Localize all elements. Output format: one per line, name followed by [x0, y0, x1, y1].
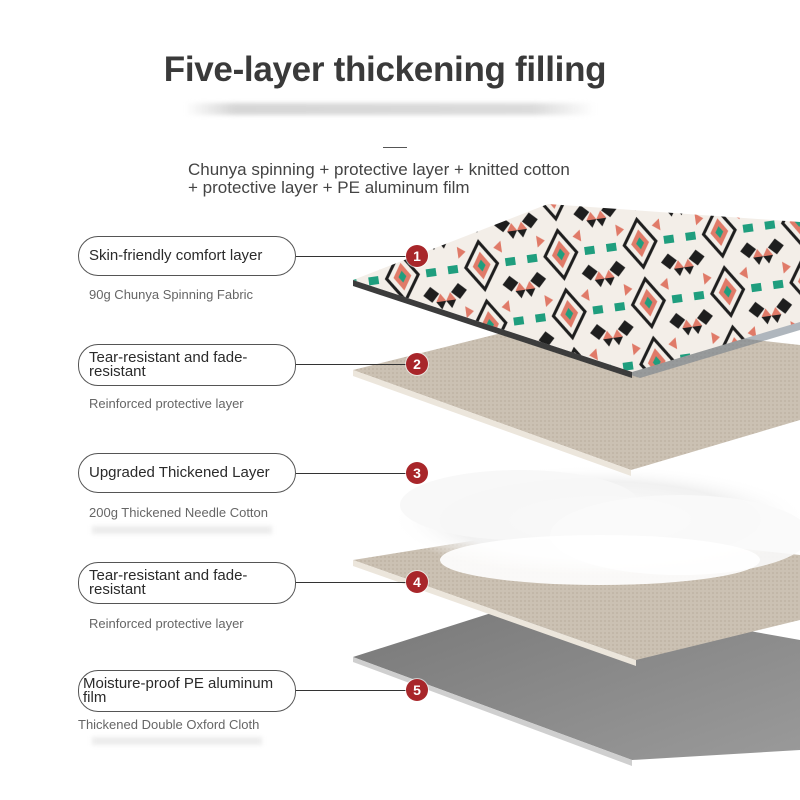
layer-3-connector [296, 473, 408, 474]
layer-5-detail: Thickened Double Oxford Cloth [78, 717, 260, 732]
layer-5-connector [296, 690, 408, 691]
layer-2-connector [296, 364, 408, 365]
layer-1-label: Skin-friendly comfort layer [78, 236, 296, 276]
layer-1-fabric [353, 204, 800, 372]
layer-5-label-text: Moisture-proof PE aluminum film [83, 675, 274, 706]
layer-2-badge: 2 [406, 353, 428, 375]
layer-5-label: Moisture-proof PE aluminum film [78, 670, 296, 712]
layer-1-connector [296, 256, 408, 257]
layer-1-label-text: Skin-friendly comfort layer [89, 247, 263, 264]
subtitle-line-2: + protective layer + PE aluminum film [188, 178, 470, 197]
layer-5-badge: 5 [406, 679, 428, 701]
layer-3-label: Upgraded Thickened Layer [78, 453, 296, 493]
layer-4-label: Tear-resistant and fade- resistant [78, 562, 296, 604]
layer-3-badge: 3 [406, 462, 428, 484]
layer-1-fabric-edge [353, 280, 632, 378]
title-divider [383, 147, 407, 148]
layer-2-fabric-edge [353, 370, 631, 476]
layer-4-detail: Reinforced protective layer [89, 616, 244, 631]
layer-2-detail: Reinforced protective layer [89, 396, 244, 411]
layer-3-detail: 200g Thickened Needle Cotton [89, 505, 268, 520]
layer-1-badge: 1 [406, 245, 428, 267]
layer-3-label-text: Upgraded Thickened Layer [89, 464, 270, 481]
title-underline-shadow [185, 103, 595, 115]
layer-5-detail-reflection [92, 737, 262, 745]
subtitle-line-1: Chunya spinning + protective layer + kni… [188, 160, 570, 179]
layer-2-label: Tear-resistant and fade- resistant [78, 344, 296, 386]
layer-1-detail: 90g Chunya Spinning Fabric [89, 287, 254, 302]
layer-4-label-text: Tear-resistant and fade- resistant [89, 567, 248, 598]
diagram-title: Five-layer thickening filling [163, 50, 607, 89]
layer-2-label-text: Tear-resistant and fade- resistant [89, 349, 248, 380]
diagram-subtitle: Chunya spinning + protective layer + kni… [188, 161, 618, 197]
layer-4-connector [296, 582, 408, 583]
layer-3-detail-reflection [92, 526, 272, 534]
layer-3-cotton [390, 465, 800, 585]
layer-4-badge: 4 [406, 571, 428, 593]
